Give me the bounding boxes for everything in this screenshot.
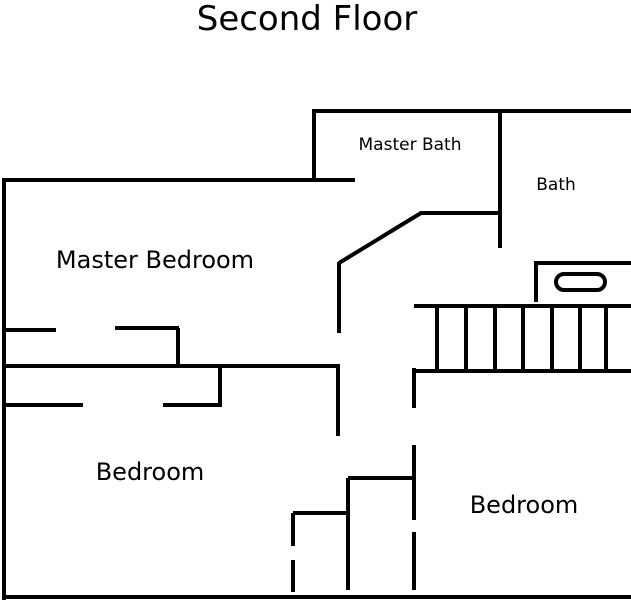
bathtub	[534, 261, 631, 302]
label-bath: Bath	[536, 175, 576, 195]
wall-diagonal	[337, 211, 423, 265]
staircase	[414, 304, 631, 373]
label-master-bedroom: Master Bedroom	[56, 246, 254, 274]
label-bedroom-left: Bedroom	[96, 458, 205, 486]
tub-basin	[554, 272, 607, 292]
label-bedroom-right: Bedroom	[470, 491, 579, 519]
label-master-bath: Master Bath	[359, 135, 462, 155]
walls	[2, 109, 631, 600]
floor-title: Second Floor	[197, 0, 418, 39]
